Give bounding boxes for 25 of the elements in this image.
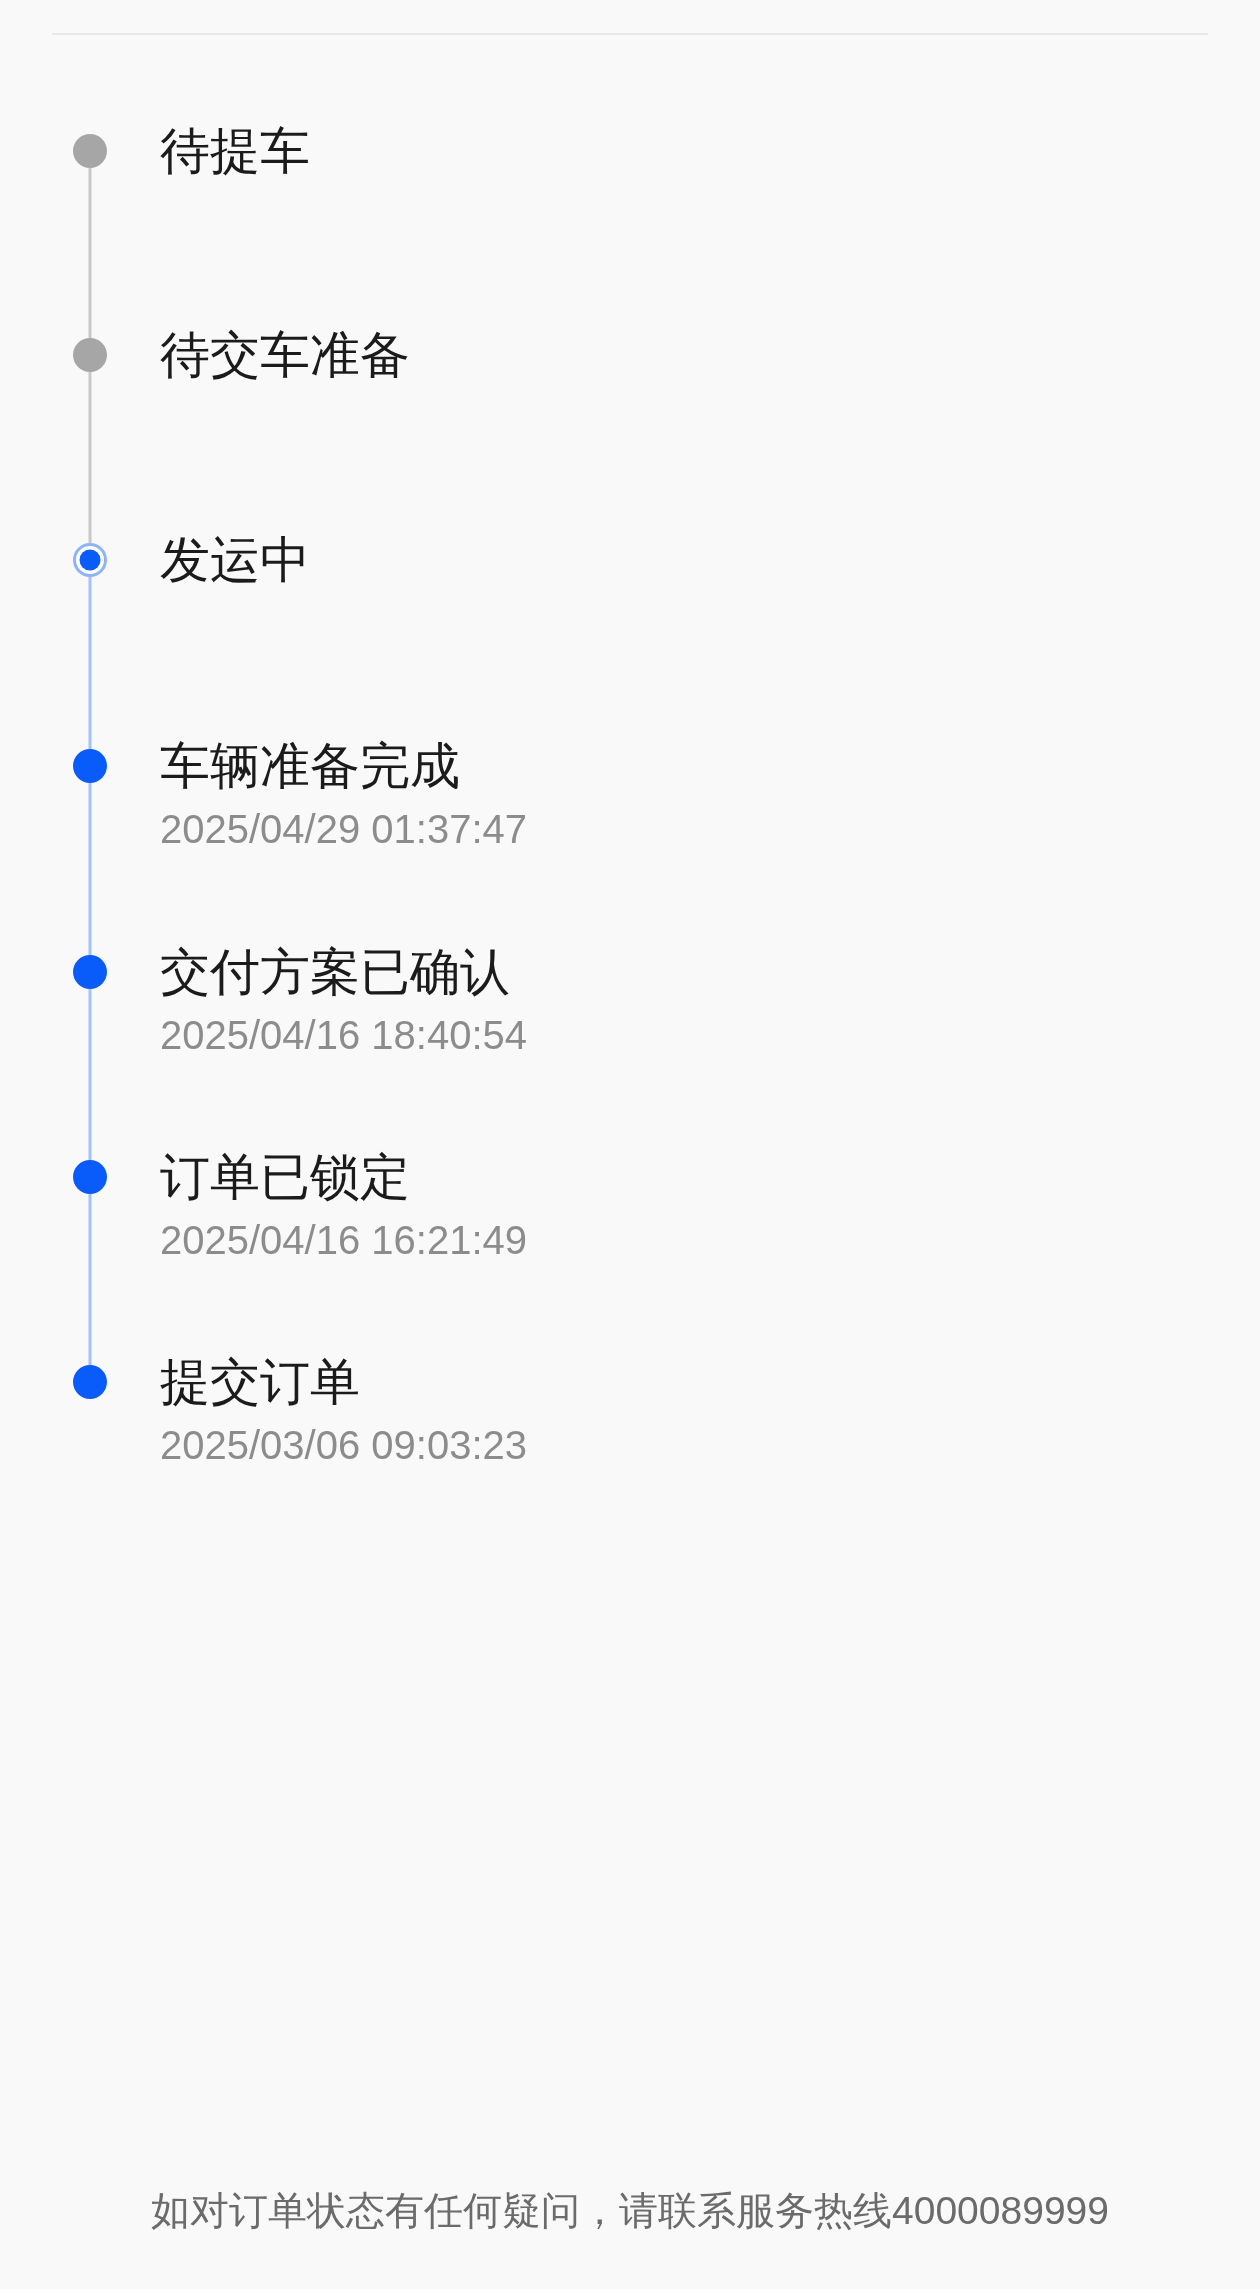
timeline-connector-line — [88, 168, 92, 338]
step-title: 交付方案已确认 — [160, 943, 510, 1002]
step-timestamp: 2025/03/06 09:03:23 — [160, 1422, 527, 1469]
timeline-connector-line — [88, 1194, 92, 1365]
timeline-dot-icon — [73, 1365, 107, 1399]
help-note: 如对订单状态有任何疑问，请联系服务热线4000089999 — [151, 2188, 1109, 2234]
timeline-connector-line — [88, 783, 92, 955]
step-title: 提交订单 — [160, 1353, 360, 1412]
timeline-dot-icon — [73, 749, 107, 783]
step-title: 订单已锁定 — [160, 1148, 410, 1207]
timeline-dot-icon — [73, 134, 107, 168]
timeline-connector-line — [88, 577, 92, 749]
step-title: 待交车准备 — [160, 326, 410, 385]
step-title: 发运中 — [160, 531, 310, 590]
ring-dot-icon — [73, 543, 107, 577]
step-title: 车辆准备完成 — [160, 737, 460, 796]
step-timestamp: 2025/04/16 18:40:54 — [160, 1012, 527, 1059]
step-timestamp: 2025/04/29 01:37:47 — [160, 806, 527, 853]
timeline-dot-icon — [73, 338, 107, 372]
step-title: 待提车 — [160, 122, 310, 181]
timeline-connector-line — [88, 372, 92, 543]
timeline-dot-icon — [73, 955, 107, 989]
timeline-dot-icon — [73, 1160, 107, 1194]
timeline-connector-line — [88, 989, 92, 1160]
step-timestamp: 2025/04/16 16:21:49 — [160, 1217, 527, 1264]
